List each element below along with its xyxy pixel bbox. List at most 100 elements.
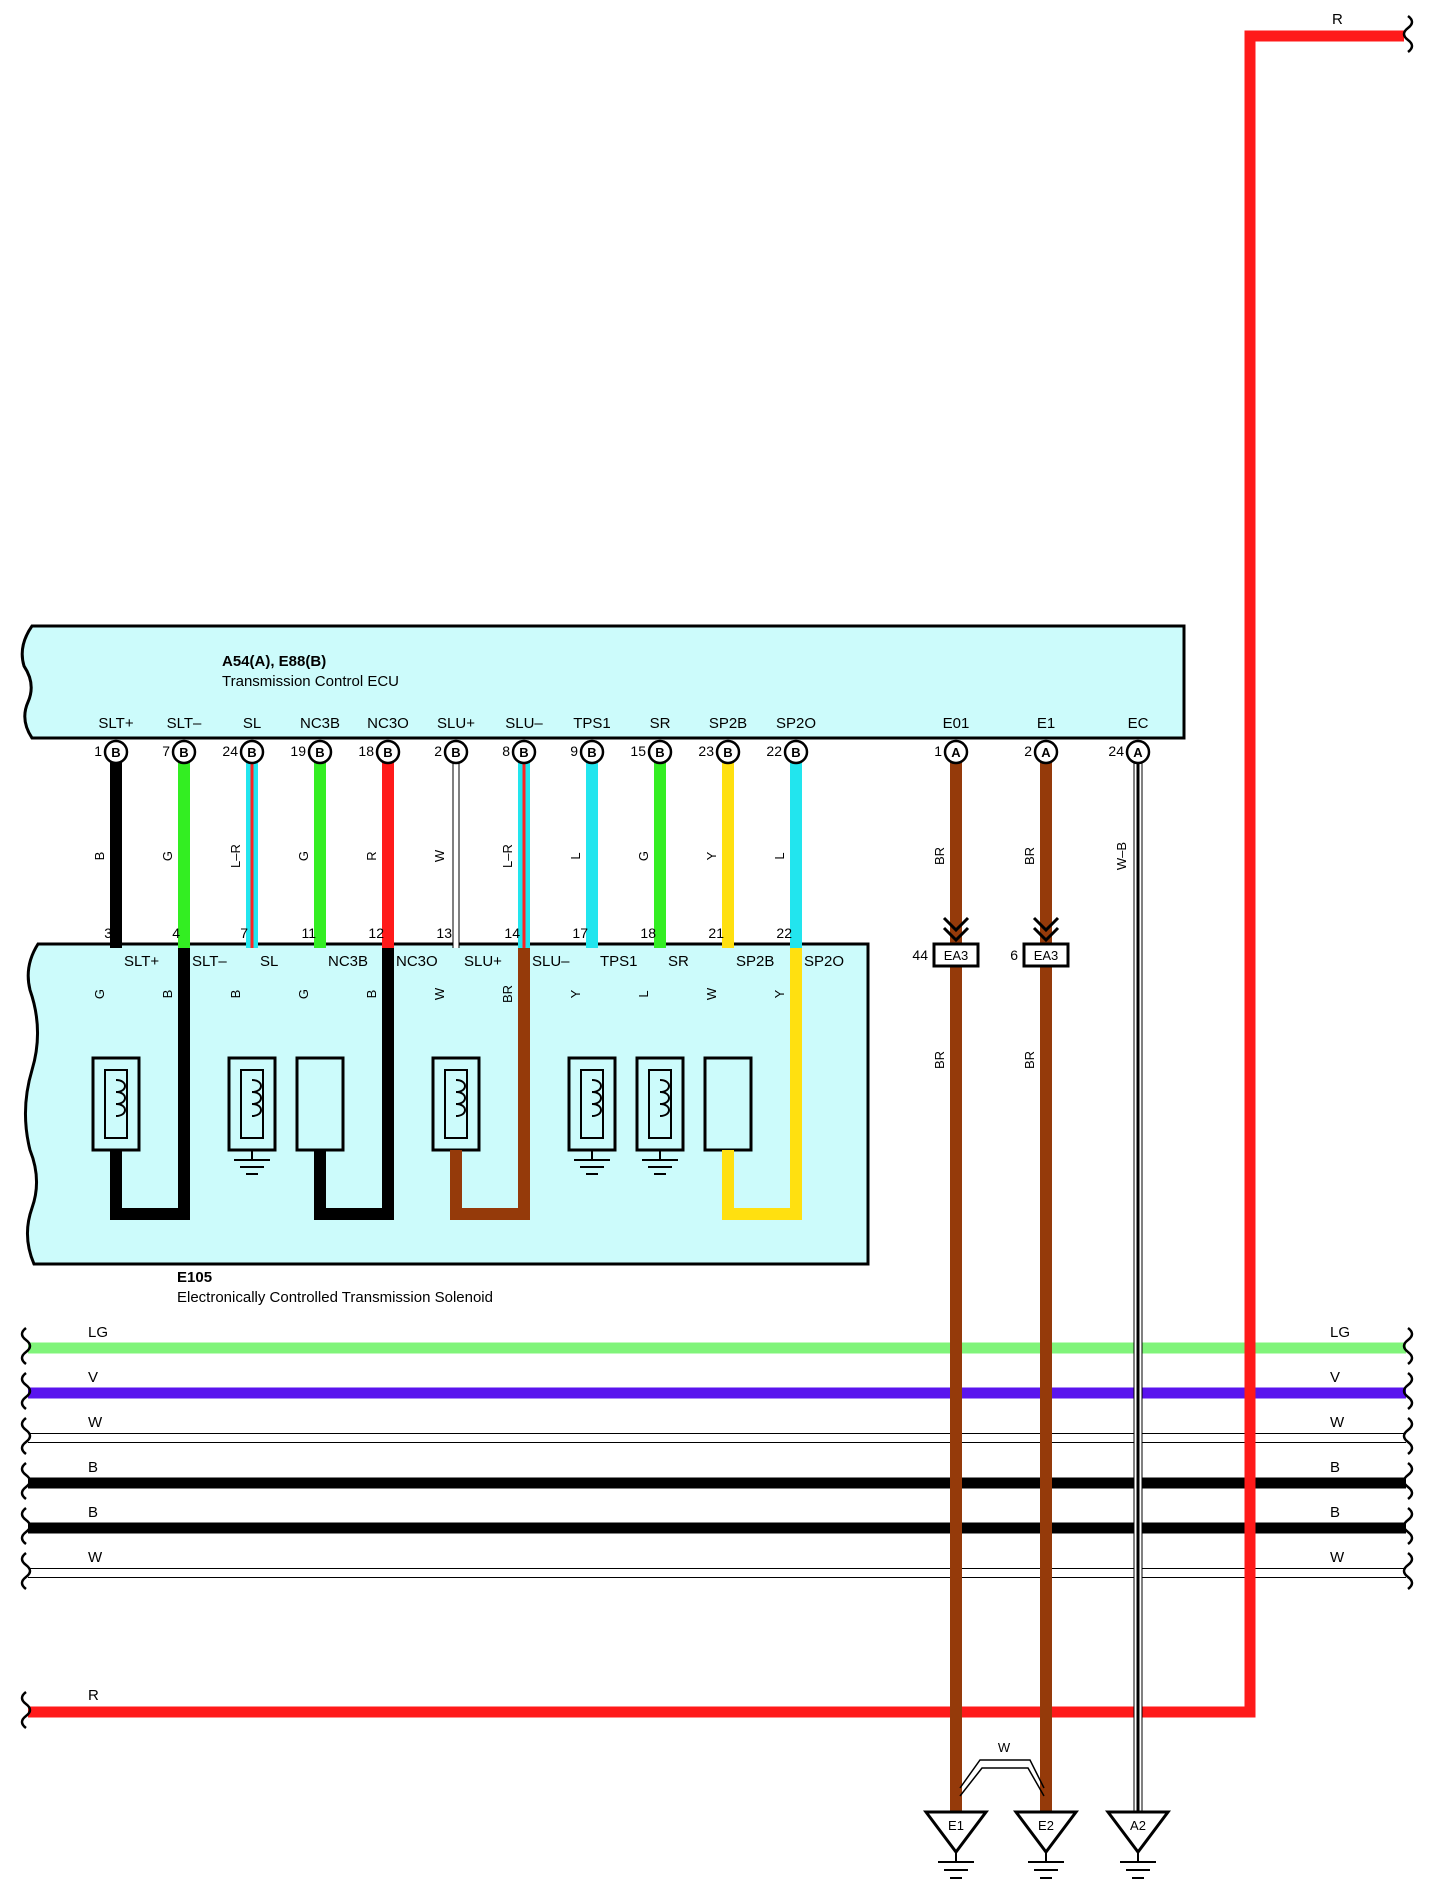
ecu-wire-label-0: B: [92, 852, 107, 861]
bus-break-right-3: [1402, 1462, 1414, 1500]
ecu-pin-number-4: 18: [358, 743, 374, 759]
bus-label-right-1: V: [1330, 1369, 1340, 1386]
solenoid-return-3: [450, 948, 530, 1220]
ecu-pin-conn-5: B: [451, 745, 460, 760]
ecu-pin-number-11: 1: [934, 743, 942, 759]
bus-label-right-0: LG: [1330, 1324, 1350, 1341]
ecu-pin-circle-7: [579, 739, 605, 765]
bus-label-left-3: B: [88, 1459, 98, 1476]
bus-break-right-0: [1402, 1327, 1414, 1365]
solenoid-ground-1: [234, 1150, 270, 1175]
ecu-wire-label-9: Y: [704, 851, 719, 860]
ecu-name: Transmission Control ECU: [222, 673, 399, 690]
bus-label-left-4: B: [88, 1504, 98, 1521]
ecu-pin-circle-3: [307, 739, 333, 765]
sol-pin-name-8: SR: [668, 953, 689, 970]
bus-break-left-3: [20, 1462, 32, 1500]
sol-pin-number-4: 12: [368, 925, 384, 941]
sol-pin-name-9: SP2B: [736, 953, 774, 970]
ea3-label-1: EA3: [1034, 948, 1059, 963]
ecu-wire-label-8: G: [636, 851, 651, 861]
ea3-pin-1: 6: [1010, 947, 1018, 963]
solenoid-component-4: [567, 1056, 617, 1175]
ecu-terminal-name-13: EC: [1128, 715, 1149, 732]
ecu-pin-circle-12: [1033, 739, 1059, 765]
coil-winding-1: [251, 1079, 262, 1117]
ecu-terminal-name-0: SLT+: [98, 715, 133, 732]
ground-point-2: A2: [1105, 1810, 1171, 1879]
power-wire: RR: [20, 11, 1414, 1729]
solenoid-component-6: [703, 948, 802, 1220]
ecu-pin-number-8: 15: [630, 743, 646, 759]
bus-break-right-2: [1402, 1417, 1414, 1455]
ecu-pin-circle-8: [647, 739, 673, 765]
sol-wire-label-7: Y: [568, 989, 583, 998]
ecu-pin-circle-11: [943, 739, 969, 765]
sol-wire-label-9: W: [704, 987, 719, 1000]
bus-label-right-4: B: [1330, 1504, 1340, 1521]
sol-wire-label-0: G: [92, 989, 107, 999]
ecu-wire-label-5: W: [432, 849, 447, 862]
sol-pin-number-8: 18: [640, 925, 656, 941]
solenoid-return-6: [722, 948, 802, 1220]
sol-pin-number-3: 11: [301, 925, 316, 941]
sol-pin-number-10: 22: [776, 925, 792, 941]
sol-wire-label-4: B: [364, 990, 379, 999]
solenoid-component-3: [431, 948, 530, 1220]
ecu-pin-number-9: 23: [698, 743, 714, 759]
ea3-pin-0: 44: [912, 947, 928, 963]
ecu-code: A54(A), E88(B): [222, 653, 326, 670]
bus-label-right-5: W: [1330, 1549, 1345, 1566]
ea3-chevron-a-0: [942, 916, 970, 933]
bus-label-right-3: B: [1330, 1459, 1340, 1476]
bus-label-left-5: W: [88, 1549, 103, 1566]
sol-pin-name-6: SLU–: [532, 953, 570, 970]
coil-frame-3: [444, 1069, 468, 1139]
ecu-terminal-name-8: SR: [650, 715, 671, 732]
solenoid-component-2: [295, 948, 394, 1220]
ecu-terminal-name-2: SL: [243, 715, 261, 732]
ecu-pin-circle-13: [1125, 739, 1151, 765]
ecu-pin-conn-9: B: [723, 745, 732, 760]
ecu-terminal-name-9: SP2B: [709, 715, 747, 732]
ground-link-wire-inner: [959, 1767, 1045, 1797]
ground-triangle-2: [1105, 1810, 1171, 1855]
power-break-right: [1402, 15, 1414, 53]
solenoid-internals: 3SLT+G4SLT–B7SLB11NC3BG12NC3OB13SLU+W14S…: [91, 916, 1070, 1220]
ecu-terminal-name-10: SP2O: [776, 715, 816, 732]
ea3-box-0: [932, 942, 980, 968]
ecu-wire-label-11: BR: [932, 847, 947, 865]
ecu-wire-label-12: BR: [1022, 847, 1037, 865]
coil-winding-5: [659, 1079, 670, 1117]
ecu-pin-conn-2: B: [247, 745, 256, 760]
solenoid-return-0: [110, 948, 190, 1220]
bus-break-right-4: [1402, 1507, 1414, 1545]
ground-label-2: A2: [1130, 1818, 1146, 1833]
ecu-pin-conn-1: B: [179, 745, 188, 760]
bus-label-left-1: V: [88, 1369, 98, 1386]
ecu-pin-conn-10: B: [791, 745, 800, 760]
ecu-pin-number-10: 22: [766, 743, 782, 759]
bus-break-right-1: [1402, 1372, 1414, 1410]
sol-pin-number-7: 17: [572, 925, 588, 941]
sol-pin-name-5: SLU+: [464, 953, 502, 970]
ecu-pin-conn-7: B: [587, 745, 596, 760]
ecu-pin-number-3: 19: [290, 743, 306, 759]
ecu-pin-circle-5: [443, 739, 469, 765]
ecu-pin-circle-9: [715, 739, 741, 765]
ecu-pin-circle-6: [511, 739, 537, 765]
ground-label-0: E1: [948, 1818, 964, 1833]
solenoid-body-2: [295, 1056, 345, 1152]
solenoid-component-0: [91, 948, 190, 1220]
sol-wire-label-2: B: [228, 990, 243, 999]
ecu-terminal-name-3: NC3B: [300, 715, 340, 732]
power-break-left: [20, 1691, 32, 1729]
ecu-wire-label-1: G: [160, 851, 175, 861]
ground-triangle-0: [923, 1810, 989, 1855]
sol-wire-label-5: W: [432, 987, 447, 1000]
sol-pin-name-4: NC3O: [396, 953, 438, 970]
sol-pin-number-0: 3: [104, 925, 112, 941]
bus-break-left-5: [20, 1552, 32, 1590]
